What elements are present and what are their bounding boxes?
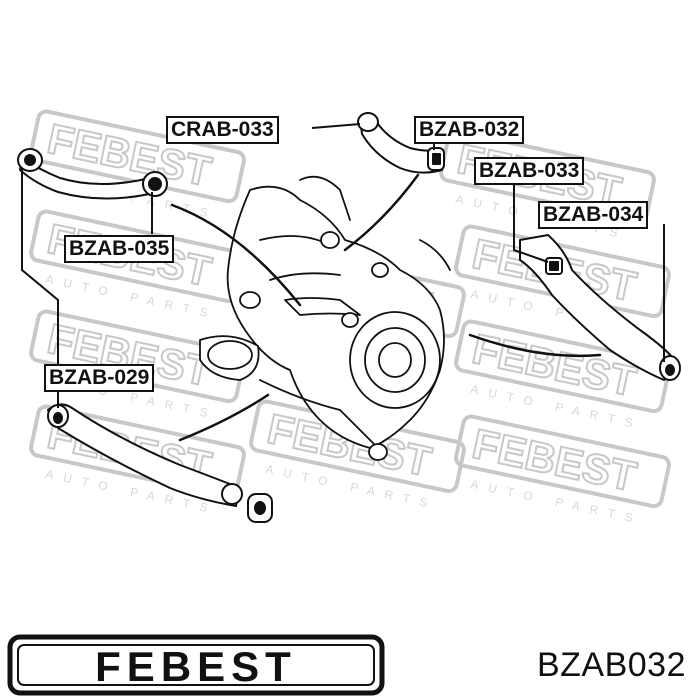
- logo-frame: [7, 634, 385, 696]
- upper-left-control-arm: [17, 148, 168, 200]
- leader-bzab-029-up: [21, 168, 59, 365]
- parts-line-art: [17, 112, 681, 523]
- callout-bzab-029: BZAB-029: [44, 364, 155, 392]
- upper-camber-arm: [357, 112, 445, 174]
- arrow-lower-right: [468, 333, 602, 358]
- callout-bzab-033: BZAB-033: [474, 157, 585, 185]
- leader-crab-033: [311, 123, 361, 129]
- lower-left-control-arm: [47, 403, 273, 523]
- ball-end: [221, 483, 243, 505]
- leader-lines: [21, 123, 665, 408]
- arrow-upper-camber: [343, 173, 420, 252]
- lower-right-control-arm: [519, 234, 681, 381]
- leader-bzab-033: [513, 183, 549, 263]
- callout-crab-033: CRAB-033: [166, 116, 279, 144]
- logo-text: FEBEST: [95, 643, 297, 690]
- watermark-frame: [29, 404, 246, 499]
- arrow-upper-arm: [170, 203, 302, 307]
- arrow-lower-left: [178, 393, 270, 442]
- febest-logo: FEBEST: [7, 634, 385, 696]
- knuckle-bore: [207, 340, 253, 370]
- part-number: BZAB032: [536, 646, 686, 684]
- callout-bzab-034: BZAB-034: [538, 201, 649, 229]
- watermark-frame: [454, 319, 671, 414]
- pointer-arrows: [170, 173, 602, 442]
- watermark-frame: [454, 414, 671, 509]
- hub-flange: [349, 311, 441, 409]
- callout-bzab-035: BZAB-035: [64, 235, 175, 263]
- wheel-knuckle-assembly: [199, 175, 451, 461]
- callout-bzab-032: BZAB-032: [414, 116, 525, 144]
- ball-joint: [357, 112, 379, 132]
